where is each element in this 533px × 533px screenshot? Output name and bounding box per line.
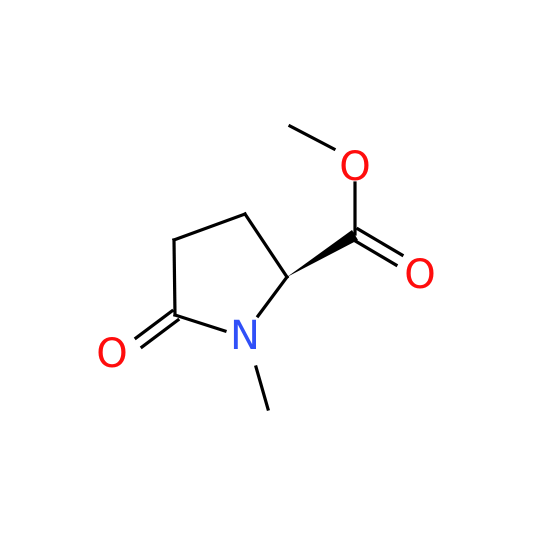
bond-lactam-double-b [139, 317, 181, 350]
bond-lactam-double-a [133, 308, 175, 341]
bond-c5-n [172, 312, 228, 334]
atom-label-ring-n: N [230, 313, 260, 359]
atom-label-ester-o-double: O [404, 252, 435, 298]
bond-n-methyl [254, 365, 270, 411]
atom-label-lactam-o: O [96, 331, 127, 377]
bond-c3-c4 [171, 211, 248, 243]
bond-methyl-o [287, 123, 337, 152]
bond-carbonyl-double-b [349, 236, 399, 268]
stereo-wedge-bond [287, 230, 358, 277]
bond-n-c2 [255, 274, 290, 319]
atom-label-ester-o-single: O [339, 144, 370, 190]
bond-c4-c5 [172, 238, 177, 317]
bond-c2-c3 [242, 211, 290, 280]
bond-carbonyl-double-a [355, 226, 405, 258]
